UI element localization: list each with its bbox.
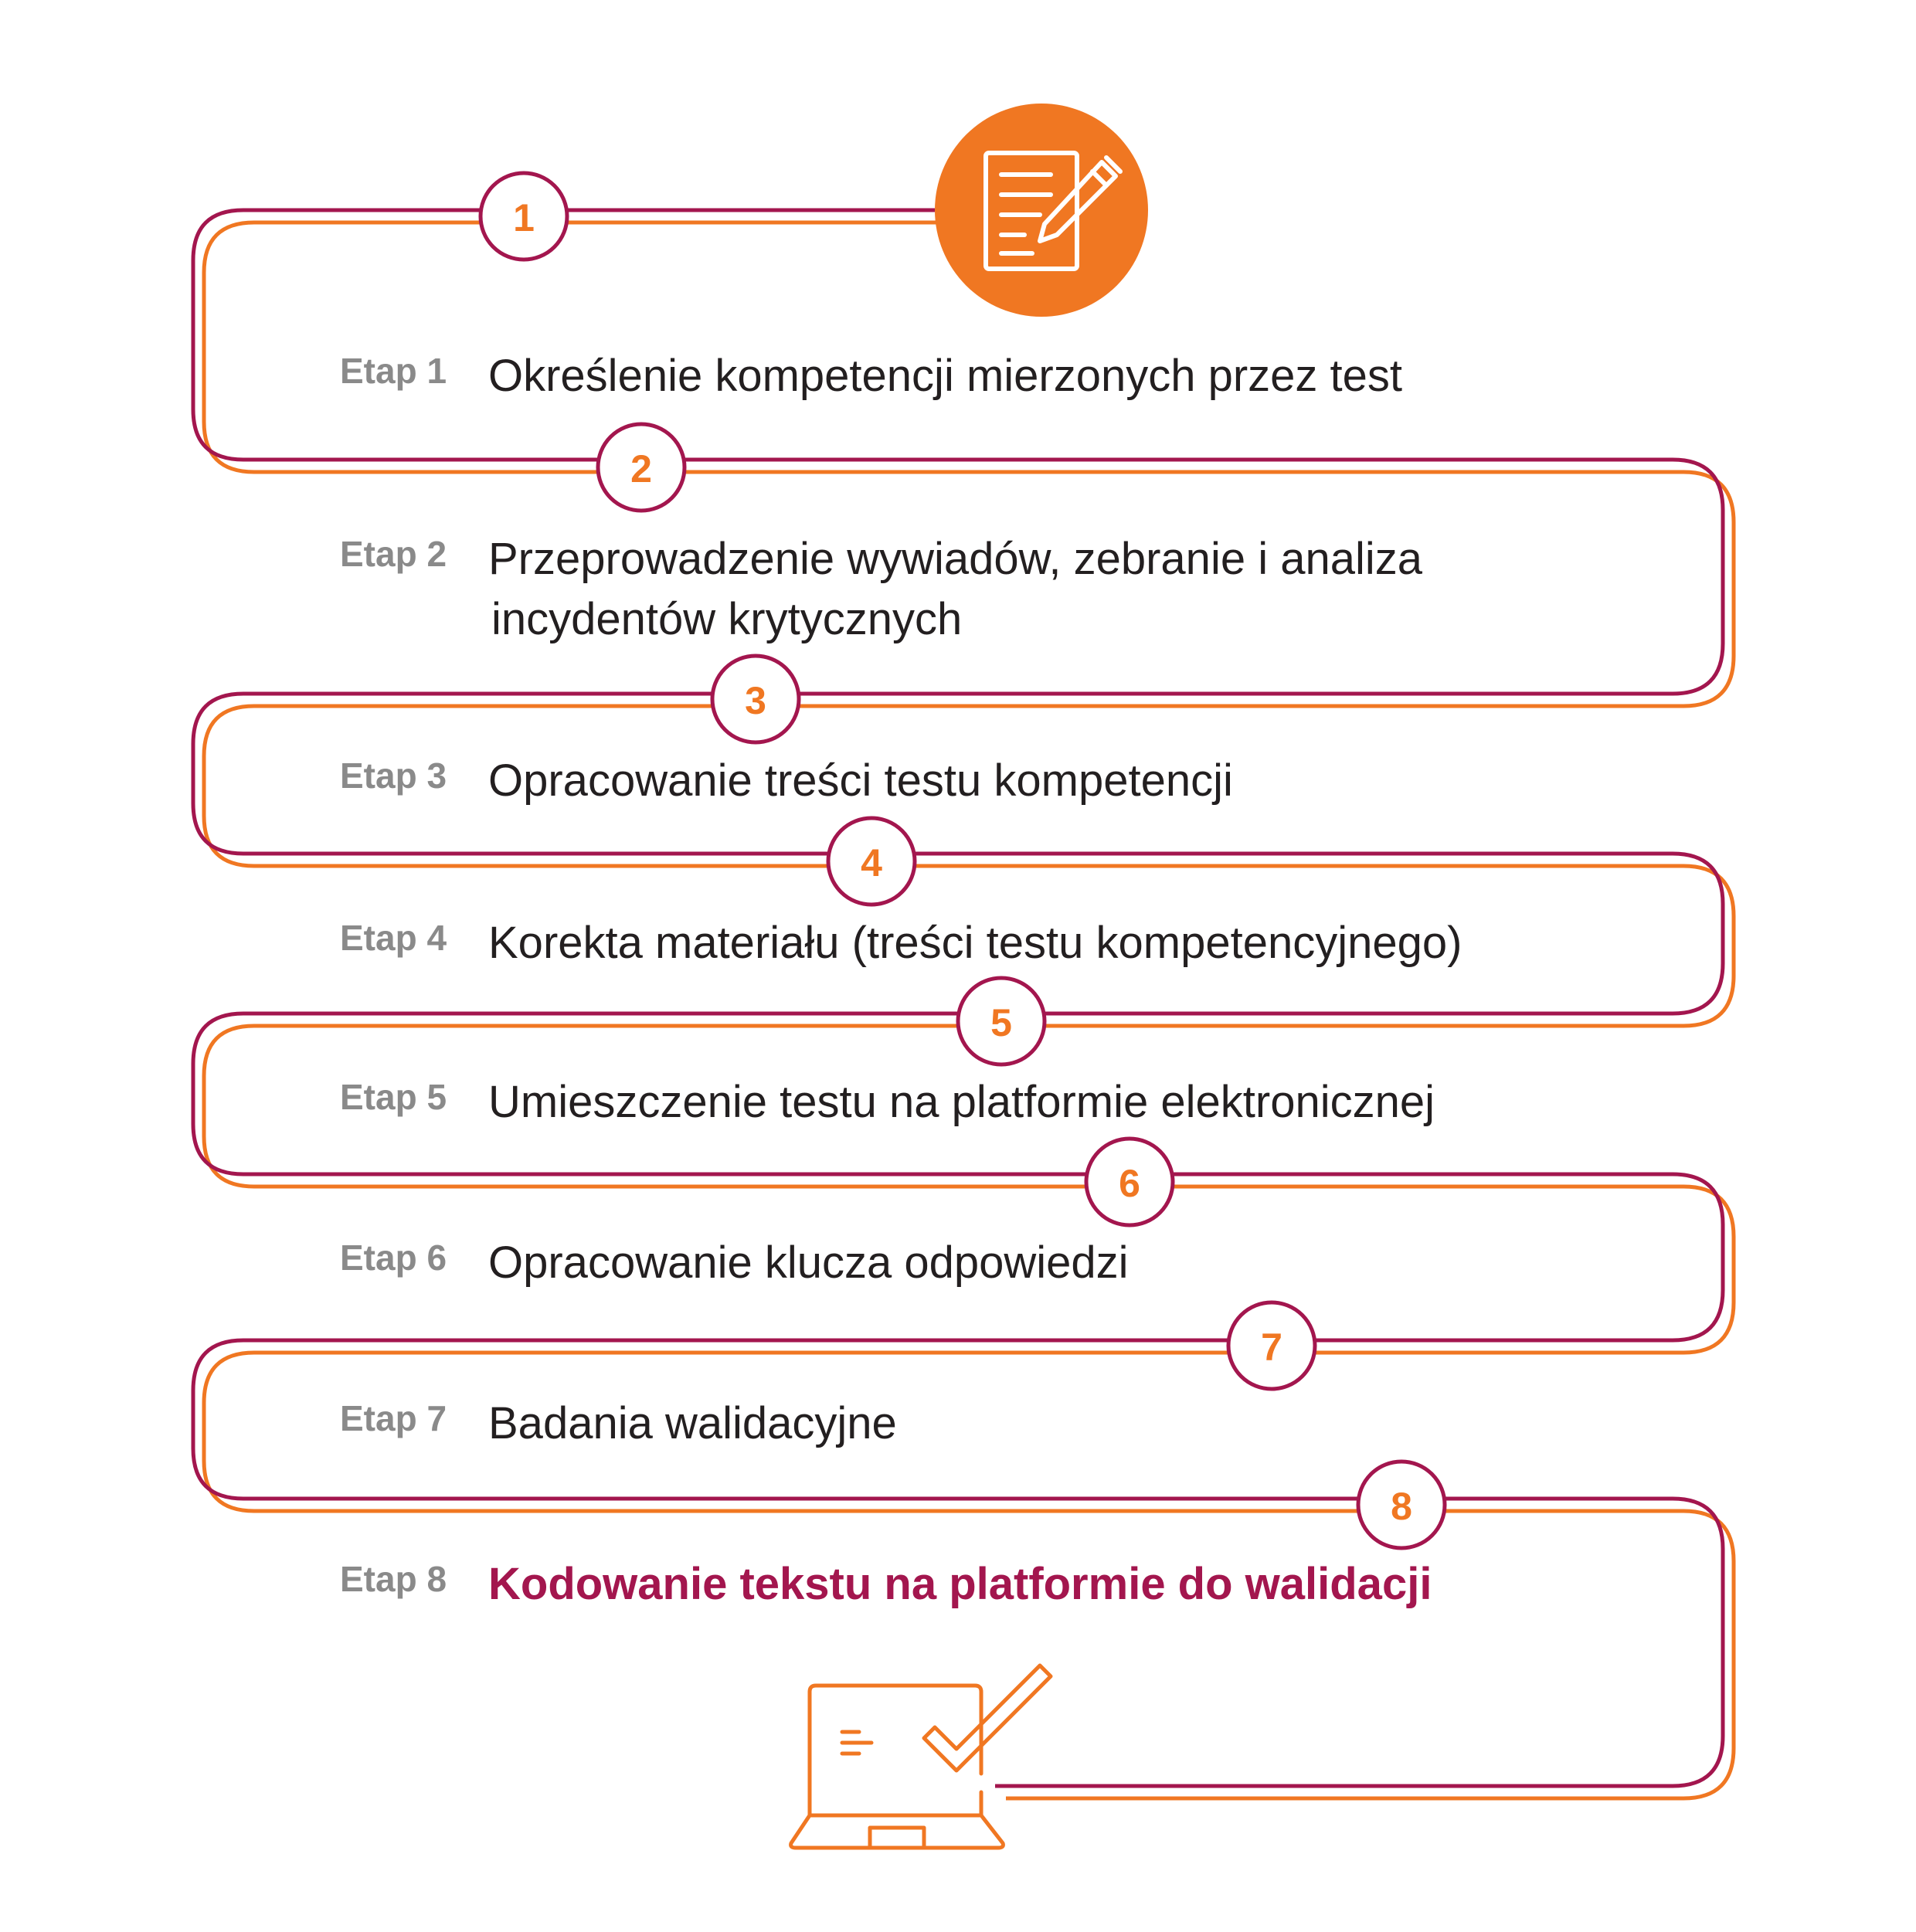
stage-marker-1: 1 bbox=[478, 171, 569, 262]
document-with-pen-icon bbox=[935, 104, 1148, 317]
stage-marker-6: 6 bbox=[1084, 1136, 1175, 1227]
stage-label: Etap 3 bbox=[340, 755, 447, 796]
stage-texts: Etap 1 Określenie kompetencji mierzonych … bbox=[340, 351, 1462, 1609]
stage-markers: 1 2 3 4 5 6 7 8 bbox=[478, 171, 1447, 1550]
marker-number: 2 bbox=[630, 447, 652, 491]
stage-label: Etap 7 bbox=[340, 1398, 447, 1438]
stage-marker-3: 3 bbox=[710, 654, 801, 745]
stage-description: incydentów krytycznych bbox=[491, 594, 962, 644]
stage-description: Przeprowadzenie wywiadów, zebranie i ana… bbox=[488, 534, 1423, 584]
stage-row-8: Etap 8 Kodowanie tekstu na platformie do … bbox=[340, 1559, 1432, 1609]
stage-description: Badania walidacyjne bbox=[488, 1398, 897, 1448]
marker-circle bbox=[826, 816, 917, 907]
stage-row-4: Etap 4 Korekta materiału (treści testu ko… bbox=[340, 918, 1462, 968]
marker-number: 3 bbox=[745, 679, 766, 722]
marker-number: 5 bbox=[990, 1001, 1012, 1044]
stage-description: Kodowanie tekstu na platformie do walida… bbox=[488, 1559, 1432, 1609]
marker-circle bbox=[956, 976, 1047, 1067]
laptop-checkmark-icon bbox=[789, 1663, 1053, 1850]
stage-marker-2: 2 bbox=[596, 422, 687, 513]
stage-row-6: Etap 6 Opracowanie klucza odpowiedzi bbox=[340, 1238, 1129, 1288]
stage-description: Korekta materiału (treści testu kompeten… bbox=[488, 918, 1462, 968]
stage-description: Opracowanie klucza odpowiedzi bbox=[488, 1238, 1129, 1288]
stage-description: Określenie kompetencji mierzonych przez … bbox=[488, 351, 1402, 401]
marker-number: 4 bbox=[861, 841, 882, 885]
stage-label: Etap 6 bbox=[340, 1238, 447, 1278]
stage-marker-8: 8 bbox=[1356, 1459, 1447, 1550]
marker-number: 1 bbox=[513, 196, 535, 239]
marker-circle bbox=[1084, 1136, 1175, 1227]
stage-label: Etap 5 bbox=[340, 1077, 447, 1117]
stage-row-2: Etap 2 Przeprowadzenie wywiadów, zebranie… bbox=[340, 534, 1423, 644]
marker-circle bbox=[478, 171, 569, 262]
stage-marker-5: 5 bbox=[956, 976, 1047, 1067]
stage-label: Etap 2 bbox=[340, 534, 447, 574]
marker-circle bbox=[1226, 1300, 1317, 1391]
stage-row-3: Etap 3 Opracowanie treści testu kompetenc… bbox=[340, 755, 1233, 806]
marker-circle bbox=[1356, 1459, 1447, 1550]
marker-number: 6 bbox=[1119, 1162, 1140, 1205]
marker-number: 7 bbox=[1261, 1326, 1282, 1369]
stage-row-5: Etap 5 Umieszczenie testu na platformie e… bbox=[340, 1077, 1435, 1127]
marker-circle bbox=[596, 422, 687, 513]
stage-row-7: Etap 7 Badania walidacyjne bbox=[340, 1398, 897, 1448]
stage-label: Etap 4 bbox=[340, 918, 447, 958]
stage-marker-4: 4 bbox=[826, 816, 917, 907]
path-line-crimson bbox=[191, 208, 1725, 1788]
marker-circle bbox=[710, 654, 801, 745]
stage-label: Etap 8 bbox=[340, 1559, 447, 1599]
stage-marker-7: 7 bbox=[1226, 1300, 1317, 1391]
stage-label: Etap 1 bbox=[340, 351, 447, 391]
marker-number: 8 bbox=[1391, 1485, 1412, 1528]
stage-description: Umieszczenie testu na platformie elektro… bbox=[488, 1077, 1435, 1127]
stage-row-1: Etap 1 Określenie kompetencji mierzonych … bbox=[340, 351, 1402, 401]
stage-description: Opracowanie treści testu kompetencji bbox=[488, 755, 1233, 806]
